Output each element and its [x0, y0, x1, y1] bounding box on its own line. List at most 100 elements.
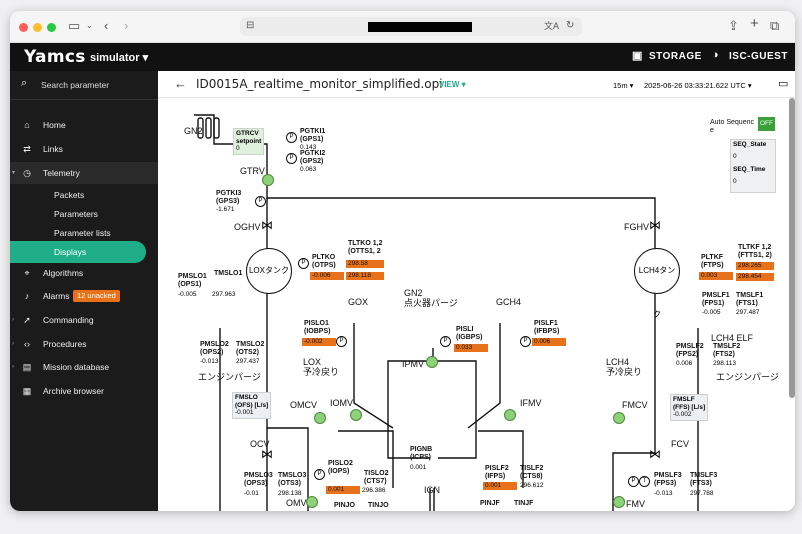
- minimize-window-button[interactable]: [33, 23, 42, 32]
- yamcs-logo[interactable]: Yamcs: [24, 47, 86, 67]
- view-menu-button[interactable]: VIEW ▾: [439, 80, 466, 89]
- user-menu-button[interactable]: ISC-GUEST: [729, 51, 788, 62]
- forward-icon[interactable]: ›: [124, 18, 129, 33]
- redacted-url: [368, 22, 472, 32]
- pgtki3-label: PGTKI3 (GPS3): [216, 190, 242, 205]
- fmcv-valve-icon[interactable]: [613, 412, 625, 424]
- sidebar-item-displays[interactable]: Displays: [10, 241, 146, 263]
- ocv-valve-icon[interactable]: ⋈: [261, 447, 273, 461]
- instance-selector[interactable]: simulator ▾: [90, 52, 149, 64]
- piping-diagram: [194, 114, 699, 511]
- sidebar-item-telemetry[interactable]: ▾◷Telemetry: [10, 162, 158, 184]
- sidebar-toggle-icon[interactable]: ▭: [68, 18, 81, 33]
- tislf2-label: TISLF2 (CTS8): [520, 465, 544, 480]
- time-selector[interactable]: 2025-06-26 03:33:21.622 UTC ▾: [644, 81, 752, 90]
- pmslo2-label: PMSLO2 (OPS2): [200, 341, 229, 356]
- storage-button[interactable]: STORAGE: [649, 51, 702, 62]
- sidebar-item-packets[interactable]: Packets: [54, 190, 85, 200]
- auto-sequence-label: Auto Sequenc e: [710, 119, 754, 134]
- sidebar-item-home[interactable]: ⌂Home: [10, 114, 158, 136]
- oghv-valve-icon[interactable]: ⋈: [261, 218, 273, 232]
- iomv-label: IOMV: [330, 398, 354, 408]
- collapse-icon: ›: [12, 364, 14, 370]
- tab-overview-icon[interactable]: ⧉: [770, 18, 780, 33]
- fmv-valve-icon[interactable]: [613, 496, 625, 508]
- tinjf-label: TINJF: [514, 500, 534, 507]
- tltko-label: TLTKO 1,2 (OTTS1, 2: [348, 240, 383, 255]
- sidebar-item-procedures[interactable]: ›‹›Procedures: [10, 333, 158, 355]
- ifmv-valve-icon[interactable]: [504, 409, 516, 421]
- sidebar-item-mission-database[interactable]: ›▤Mission database: [10, 356, 158, 378]
- tmslf2-label: TMSLF2 (FTS2): [713, 343, 741, 358]
- back-arrow-icon[interactable]: ←: [174, 76, 187, 91]
- pinjo-label: PINJO: [334, 502, 356, 509]
- sidebar-item-commanding[interactable]: ›➚Commanding: [10, 309, 158, 331]
- close-window-button[interactable]: [19, 23, 28, 32]
- gtrv-valve-icon[interactable]: [262, 174, 274, 186]
- fullscreen-icon[interactable]: ▭: [778, 78, 789, 90]
- ifmv-label: IFMV: [520, 398, 542, 408]
- tmslo3-value: 298.138: [278, 490, 302, 497]
- scrollbar[interactable]: [789, 98, 795, 398]
- search-icon: ⌕: [21, 77, 28, 89]
- auto-sequence-toggle[interactable]: OFF: [758, 117, 775, 131]
- pressure-gauge-icon: P: [255, 196, 266, 207]
- browser-window: ▭ ⌄ ‹ › ⊟ 文A ↻ ⇪ + ⧉ Yamcs simulator ▾ ▣…: [10, 11, 795, 511]
- share-icon[interactable]: ⇪: [728, 18, 739, 33]
- archive-icon: ▦: [22, 386, 32, 396]
- ipmv-label: IPMV: [402, 359, 425, 369]
- back-icon[interactable]: ‹: [104, 18, 109, 33]
- lox-tank[interactable]: LOXタンク: [246, 248, 292, 294]
- sidebar: ⌕ Search parameter ⌂Home ⇄Links ▾◷Teleme…: [10, 71, 158, 511]
- sidebar-item-algorithms[interactable]: ⌖Algorithms: [10, 262, 158, 284]
- tmslf1-label: TMSLF1 (FTS1): [736, 292, 764, 307]
- bell-icon: ♪: [24, 291, 30, 301]
- fcv-valve-icon[interactable]: ⋈: [649, 447, 661, 461]
- gtrcv-setpoint[interactable]: GTRCV setpoint 0: [233, 128, 265, 155]
- omv-valve-icon[interactable]: [306, 496, 318, 508]
- pltkf-value: 0.003: [699, 272, 733, 280]
- address-bar[interactable]: ⊟ 文A ↻: [240, 17, 582, 36]
- sidebar-item-parameters[interactable]: Parameters: [54, 209, 98, 219]
- pgtki2-value: 0.063: [300, 166, 317, 173]
- pislo1-label: PISLO1 (IOBPS): [304, 320, 331, 335]
- pressure-gauge-icon: P: [520, 336, 531, 347]
- tislf2-value: 296.612: [520, 482, 544, 489]
- pmslo1-label: PMSLO1 (OPS1): [178, 273, 207, 288]
- lch4-elf-label: LCH4 ELF: [711, 333, 754, 343]
- sidebar-item-parameter-lists[interactable]: Parameter lists: [54, 228, 111, 238]
- search-input[interactable]: Search parameter: [41, 80, 110, 90]
- pmslo3-label: PMSLO3 (OPS3): [244, 472, 273, 487]
- range-selector[interactable]: 15m ▾: [613, 81, 634, 90]
- omcv-valve-icon[interactable]: [314, 412, 326, 424]
- lch4-tank[interactable]: LCH4タンク: [634, 248, 680, 319]
- pignb-label: PIGNB (ICPS): [410, 446, 433, 461]
- pressure-gauge-icon: P: [298, 258, 309, 269]
- storage-icon[interactable]: ▣: [632, 50, 643, 62]
- zoom-window-button[interactable]: [47, 23, 56, 32]
- fghv-label: FGHV: [624, 222, 650, 232]
- search-parameter[interactable]: ⌕ Search parameter: [10, 71, 158, 100]
- translate-icon[interactable]: 文A: [544, 21, 560, 31]
- sidebar-item-links[interactable]: ⇄Links: [10, 138, 158, 160]
- reload-icon[interactable]: ↻: [566, 20, 575, 31]
- gauge-icon: ◷: [23, 168, 31, 178]
- collapse-icon: ›: [12, 341, 14, 347]
- links-icon: ⇄: [23, 144, 31, 154]
- tmslf1-value: 297.487: [736, 309, 760, 316]
- fghv-valve-icon[interactable]: ⋈: [649, 218, 661, 232]
- page-settings-icon[interactable]: ⊟: [246, 20, 255, 31]
- pmslf2-label: PMSLF2 (FPS2): [676, 343, 704, 358]
- chevron-down-icon[interactable]: ⌄: [86, 21, 93, 30]
- pmslo3-value: -0.01: [244, 490, 259, 497]
- sidebar-item-archive-browser[interactable]: ▦Archive browser: [10, 380, 158, 402]
- code-icon: ‹›: [24, 339, 30, 349]
- new-tab-icon[interactable]: +: [750, 15, 759, 32]
- fmcv-label: FMCV: [622, 400, 648, 410]
- user-icon[interactable]: ◑: [712, 49, 720, 61]
- lox-engine-purge-label: エンジンパージ: [198, 372, 261, 382]
- iomv-valve-icon[interactable]: [350, 409, 362, 421]
- book-icon: ▤: [22, 362, 32, 372]
- ipmv-valve-icon[interactable]: [426, 356, 438, 368]
